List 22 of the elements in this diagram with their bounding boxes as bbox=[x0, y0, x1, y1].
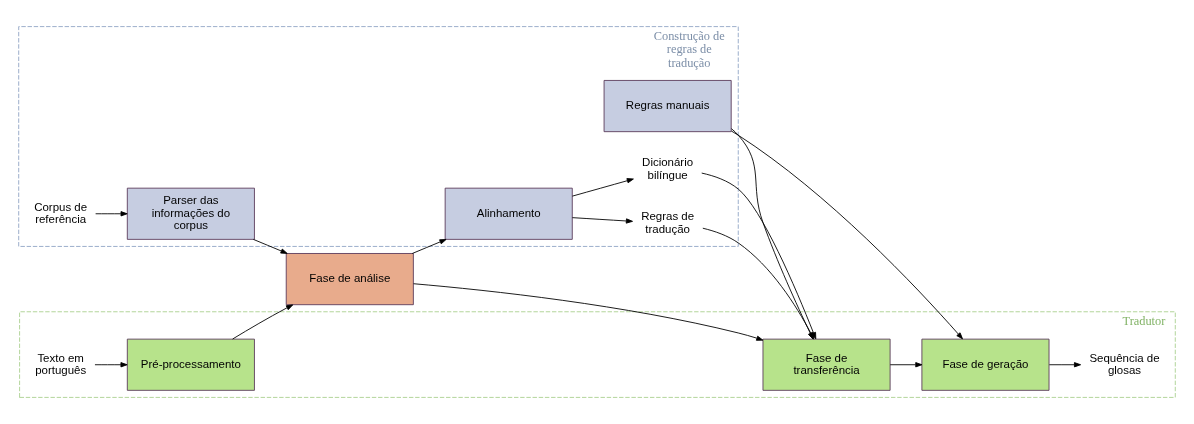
node-box: Fase de geração bbox=[921, 338, 1050, 391]
node-box: Regras manuais bbox=[603, 80, 732, 133]
node-text: Sequência de glosas bbox=[1089, 351, 1160, 376]
node-text: Dicionário bilíngue bbox=[642, 156, 694, 181]
node-text: Corpus de referência bbox=[34, 200, 88, 225]
node-text: Regras de tradução bbox=[641, 210, 695, 235]
node-box: Parser das informações do corpus bbox=[126, 187, 255, 240]
arrow bbox=[253, 238, 288, 254]
node-text: Texto em português bbox=[35, 351, 87, 376]
arrow bbox=[889, 362, 923, 368]
arrow bbox=[411, 239, 447, 254]
arrow bbox=[95, 211, 128, 217]
arrow bbox=[413, 283, 764, 341]
arrow bbox=[571, 178, 634, 197]
node-box: Pré-processamento bbox=[126, 338, 255, 391]
arrow bbox=[94, 362, 128, 368]
node-box: Alinhamento bbox=[444, 187, 573, 240]
arrow bbox=[1048, 362, 1082, 368]
node-box: Fase de análise bbox=[285, 253, 414, 306]
node-box: Fase de transferência bbox=[762, 338, 891, 391]
arrow bbox=[232, 304, 294, 340]
arrow bbox=[571, 217, 633, 224]
